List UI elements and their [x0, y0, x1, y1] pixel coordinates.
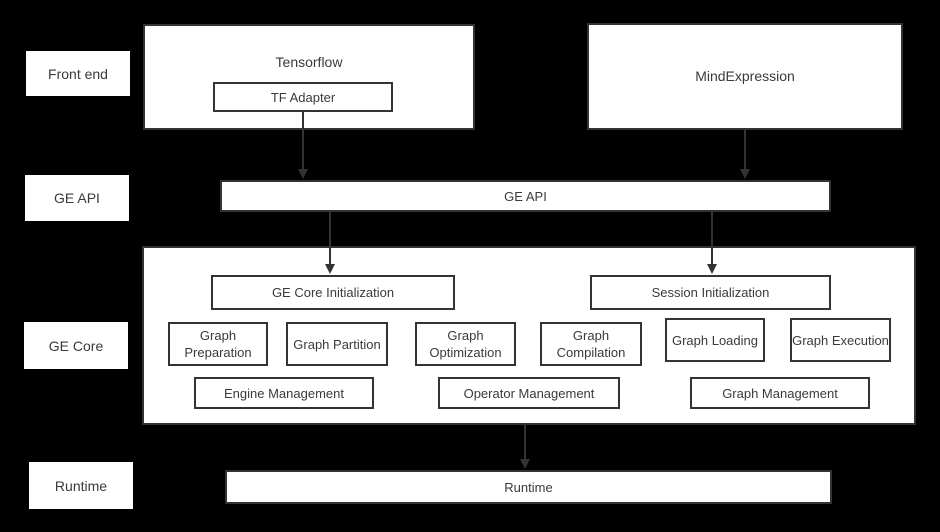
- arrow-ge-api-to-session-initialization: [711, 212, 713, 264]
- graph-partition-box: Graph Partition: [286, 322, 388, 366]
- tensorflow-label: Tensorflow: [275, 54, 343, 70]
- arrow-ge-core-to-runtime: [524, 425, 526, 459]
- graph-compilation-box: Graph Compilation: [540, 322, 642, 366]
- engine-management-box: Engine Management: [194, 377, 374, 409]
- graph-execution-box: Graph Execution: [790, 318, 891, 362]
- arrow-tf-adapter-to-ge-api: [302, 112, 304, 169]
- graph-loading-box: Graph Loading: [665, 318, 765, 362]
- operator-management-box: Operator Management: [438, 377, 620, 409]
- graph-management-box: Graph Management: [690, 377, 870, 409]
- tf-adapter-box: TF Adapter: [213, 82, 393, 112]
- mindexpression-box: MindExpression: [587, 23, 903, 130]
- row-label-runtime: Runtime: [29, 462, 133, 509]
- graph-optimization-box: Graph Optimization: [415, 322, 516, 366]
- row-label-ge-api: GE API: [25, 175, 129, 221]
- graph-preparation-box: Graph Preparation: [168, 322, 268, 366]
- ge-api-bar: GE API: [220, 180, 831, 212]
- runtime-bar: Runtime: [225, 470, 832, 504]
- row-label-ge-core: GE Core: [24, 322, 128, 369]
- arrow-ge-api-to-ge-core-initialization: [329, 212, 331, 264]
- row-label-front-end: Front end: [26, 51, 130, 96]
- ge-core-initialization-box: GE Core Initialization: [211, 275, 455, 310]
- session-initialization-box: Session Initialization: [590, 275, 831, 310]
- tensorflow-box: Tensorflow: [143, 24, 475, 130]
- arrow-mindexpression-to-ge-api: [744, 130, 746, 169]
